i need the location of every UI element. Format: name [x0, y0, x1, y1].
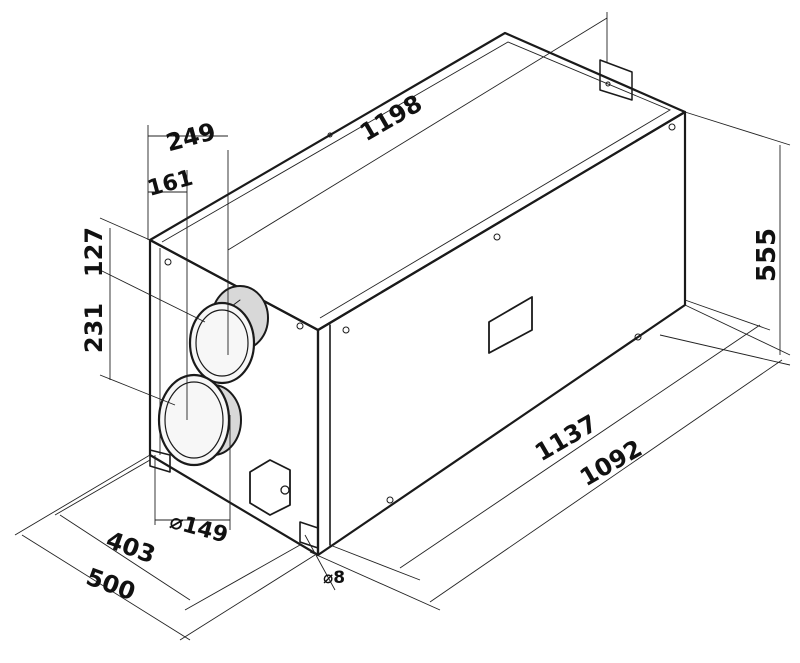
rear-spigot: [599, 59, 633, 101]
dim-231: 231: [80, 303, 108, 353]
dim-127: 127: [80, 227, 108, 277]
upper-spigot: [188, 285, 269, 385]
dim-403: 403: [102, 526, 159, 569]
dim-diameter-8: ⌀8: [323, 568, 345, 588]
lower-spigot: [157, 373, 242, 467]
dim-500: 500: [82, 563, 139, 606]
dim-161: 161: [145, 166, 196, 202]
dim-diameter-149: ⌀149: [167, 509, 231, 548]
dim-555: 555: [752, 228, 782, 282]
dimension-lines: [14, 12, 791, 641]
dim-249: 249: [163, 117, 219, 157]
dim-1198: 1198: [355, 89, 427, 147]
dimension-labels: 1198 249 161 127 231 555 1137 1092 403 5…: [80, 89, 782, 606]
